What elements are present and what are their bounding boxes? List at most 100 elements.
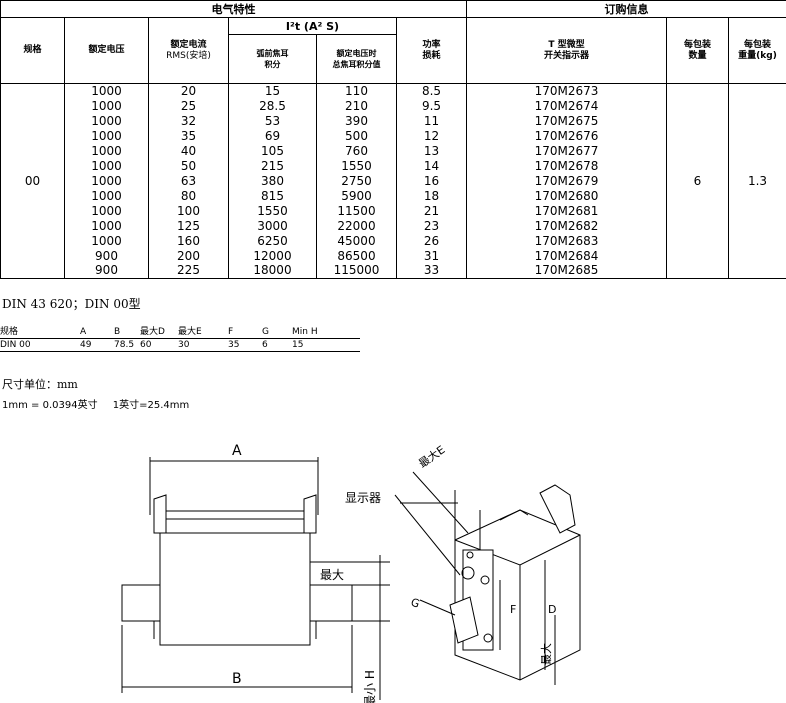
cell-p: 23 [396, 218, 467, 234]
cell-p: 33 [396, 263, 467, 279]
col-rated-voltage: 额定电压 [64, 17, 149, 84]
cell-pre: 69 [228, 128, 317, 144]
cell-tot: 390 [316, 113, 397, 129]
cell-tot: 86500 [316, 248, 397, 264]
cell-v: 1000 [64, 83, 149, 99]
col-weight: 每包装重量(kg) [728, 17, 786, 84]
cell-tot: 5900 [316, 188, 397, 204]
cell-pn: 170M2682 [466, 218, 667, 234]
fuse-front-view [121, 494, 353, 646]
cell-p: 12 [396, 128, 467, 144]
cell-tot: 760 [316, 143, 397, 159]
cell-tot: 45000 [316, 233, 397, 249]
cell-a: 200 [148, 248, 229, 264]
cell-tot: 1550 [316, 158, 397, 174]
cell-v: 1000 [64, 218, 149, 234]
dim-header: 规格 [0, 327, 19, 337]
label-indicator: 显示器 [345, 491, 381, 505]
label-f: F [510, 603, 516, 616]
cell-a: 50 [148, 158, 229, 174]
cell-pre: 380 [228, 173, 317, 189]
label-max: 最大 [320, 568, 344, 582]
dim-header: G [262, 327, 269, 337]
cell-pre: 3000 [228, 218, 317, 234]
cell-pre: 53 [228, 113, 317, 129]
cell-v: 1000 [64, 173, 149, 189]
cell-pn: 170M2684 [466, 248, 667, 264]
cell-tot: 110 [316, 83, 397, 99]
fuse-dimension-drawing: A B 最大 最小 H 显示器 最大E G F D 最大 [121, 442, 581, 703]
dim-header: F [228, 327, 234, 337]
cell-v: 1000 [64, 98, 149, 114]
dim-value: 49 [80, 340, 92, 350]
cell-v: 1000 [64, 158, 149, 174]
cell-pn: 170M2685 [466, 263, 667, 279]
cell-p: 21 [396, 203, 467, 219]
cell-a: 32 [148, 113, 229, 129]
cell-pn: 170M2675 [466, 113, 667, 129]
cell-v: 1000 [64, 203, 149, 219]
label-max-d: 最大 [539, 643, 553, 665]
cell-a: 20 [148, 83, 229, 99]
cell-p: 31 [396, 248, 467, 264]
dimension-a [149, 457, 319, 515]
cell-pn: 170M2681 [466, 203, 667, 219]
cell-pn: 170M2674 [466, 98, 667, 114]
label-max-e: 最大E [416, 442, 448, 470]
cell-p: 11 [396, 113, 467, 129]
din-title: DIN 43 620；DIN 00型 [2, 297, 141, 311]
cell-pn: 170M2680 [466, 188, 667, 204]
cell-pn: 170M2683 [466, 233, 667, 249]
cell-tot: 500 [316, 128, 397, 144]
dim-header: 最大E [178, 327, 202, 337]
cell-pre: 15 [228, 83, 317, 99]
cell-pre: 1550 [228, 203, 317, 219]
cell-p: 18 [396, 188, 467, 204]
col-i2t-pre: 弧前焦耳积分 [228, 34, 317, 84]
cell-p: 8.5 [396, 83, 467, 99]
dim-header: B [114, 327, 121, 337]
dim-value: 78.5 [114, 340, 135, 350]
cell-tot: 115000 [316, 263, 397, 279]
label-b: B [232, 671, 242, 687]
qty-cell: 6 [666, 83, 729, 279]
dim-value: DIN 00 [0, 340, 31, 350]
cell-a: 80 [148, 188, 229, 204]
col-size: 规格 [0, 17, 65, 84]
cell-pn: 170M2677 [466, 143, 667, 159]
dim-header: Min H [292, 327, 318, 337]
cell-v: 1000 [64, 233, 149, 249]
conversion-mm: 1mm = 0.0394英寸 [2, 400, 98, 411]
cell-tot: 22000 [316, 218, 397, 234]
label-min-h: 最小 H [363, 670, 377, 703]
cell-a: 125 [148, 218, 229, 234]
dim-header: A [80, 327, 87, 337]
dimension-value-row: DIN 00 49 78.5 60 30 35 6 15 [0, 339, 360, 352]
cell-p: 14 [396, 158, 467, 174]
size-cell: 00 [0, 83, 65, 279]
dim-value: 30 [178, 340, 190, 350]
units-note: 尺寸单位：mm [2, 378, 78, 391]
cell-pn: 170M2676 [466, 128, 667, 144]
conversion-note: 1mm = 0.0394英寸 1英寸=25.4mm [2, 396, 201, 411]
col-power: 功率损耗 [396, 17, 467, 84]
cell-a: 63 [148, 173, 229, 189]
dim-header: 最大D [140, 327, 165, 337]
cell-v: 1000 [64, 143, 149, 159]
dim-value: 60 [140, 340, 152, 350]
cell-v: 900 [64, 263, 149, 279]
cell-p: 26 [396, 233, 467, 249]
col-i2t-total: 额定电压时总焦耳积分值 [316, 34, 397, 84]
dimension-header-row: 规格 A B 最大D 最大E F G Min H [0, 326, 360, 339]
cell-pre: 105 [228, 143, 317, 159]
